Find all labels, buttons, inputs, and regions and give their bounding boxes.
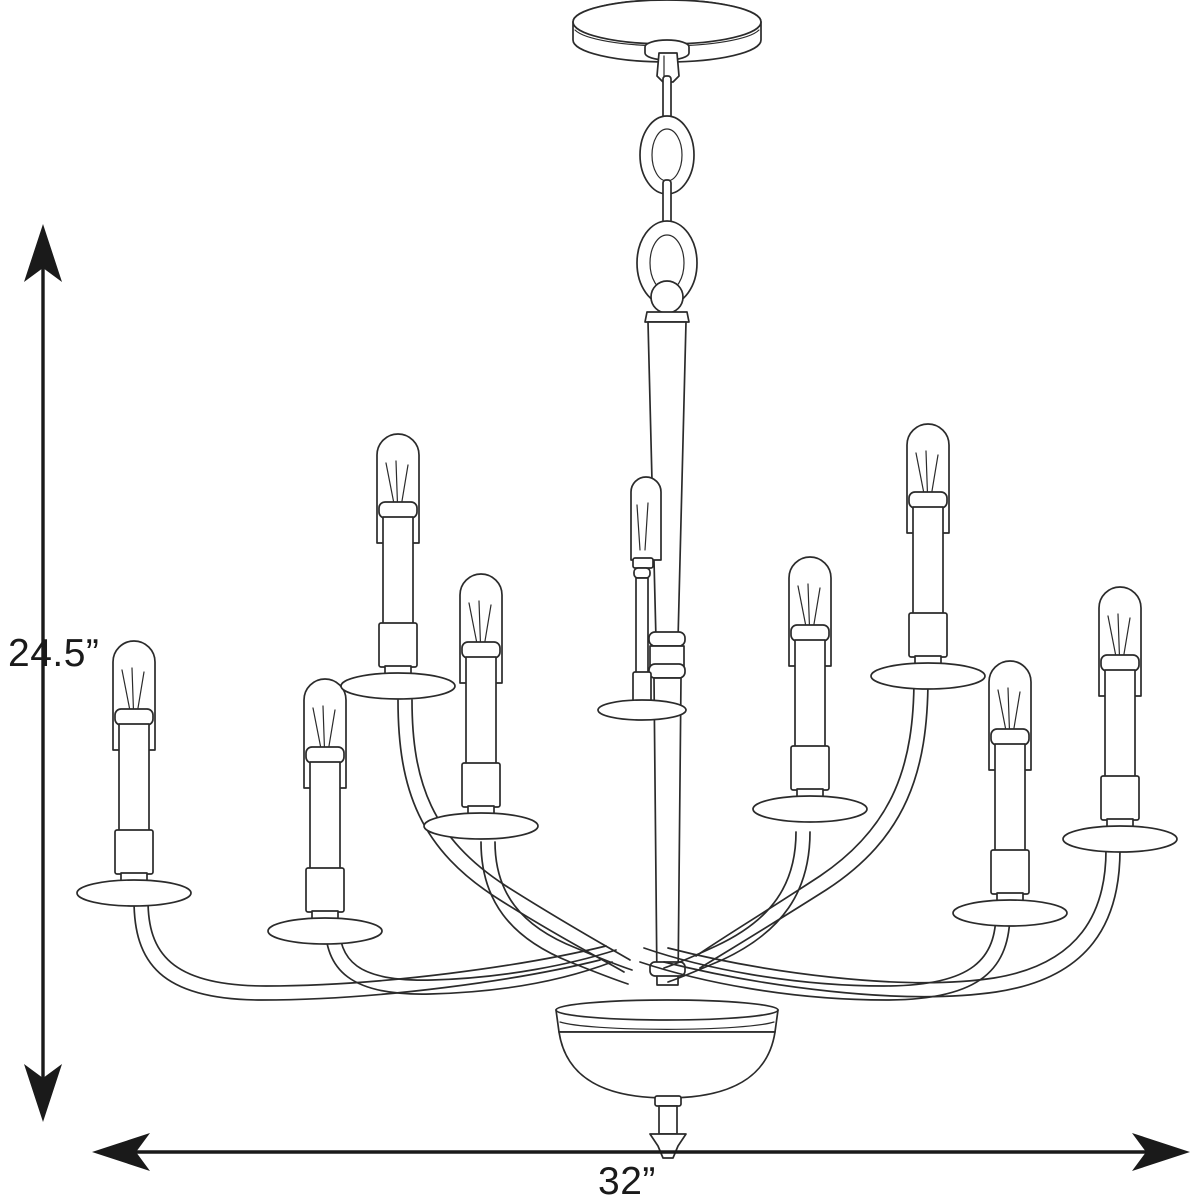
light-9 xyxy=(1062,586,1178,853)
upper-tier-arms xyxy=(397,677,929,985)
center-column xyxy=(644,311,690,986)
height-dimension-arrow xyxy=(24,224,62,1122)
width-dimension-label: 32” xyxy=(598,1160,656,1203)
bottom-finial xyxy=(649,1095,687,1159)
width-dimension-arrow xyxy=(92,1133,1190,1171)
suspension-chain xyxy=(636,75,698,314)
chandelier-body xyxy=(76,0,1178,1159)
light-7 xyxy=(870,423,986,690)
light-1 xyxy=(76,640,192,907)
lower-tier-arms xyxy=(133,849,1121,1001)
hidden-center-bulb xyxy=(597,476,687,721)
ceiling-canopy-group xyxy=(572,0,762,83)
light-6 xyxy=(752,556,868,823)
light-2 xyxy=(267,678,383,945)
base-bowl-group xyxy=(555,999,779,1099)
light-8 xyxy=(952,660,1068,927)
height-dimension-label: 24.5” xyxy=(8,632,100,675)
light-4 xyxy=(423,573,539,840)
light-3 xyxy=(340,433,456,700)
